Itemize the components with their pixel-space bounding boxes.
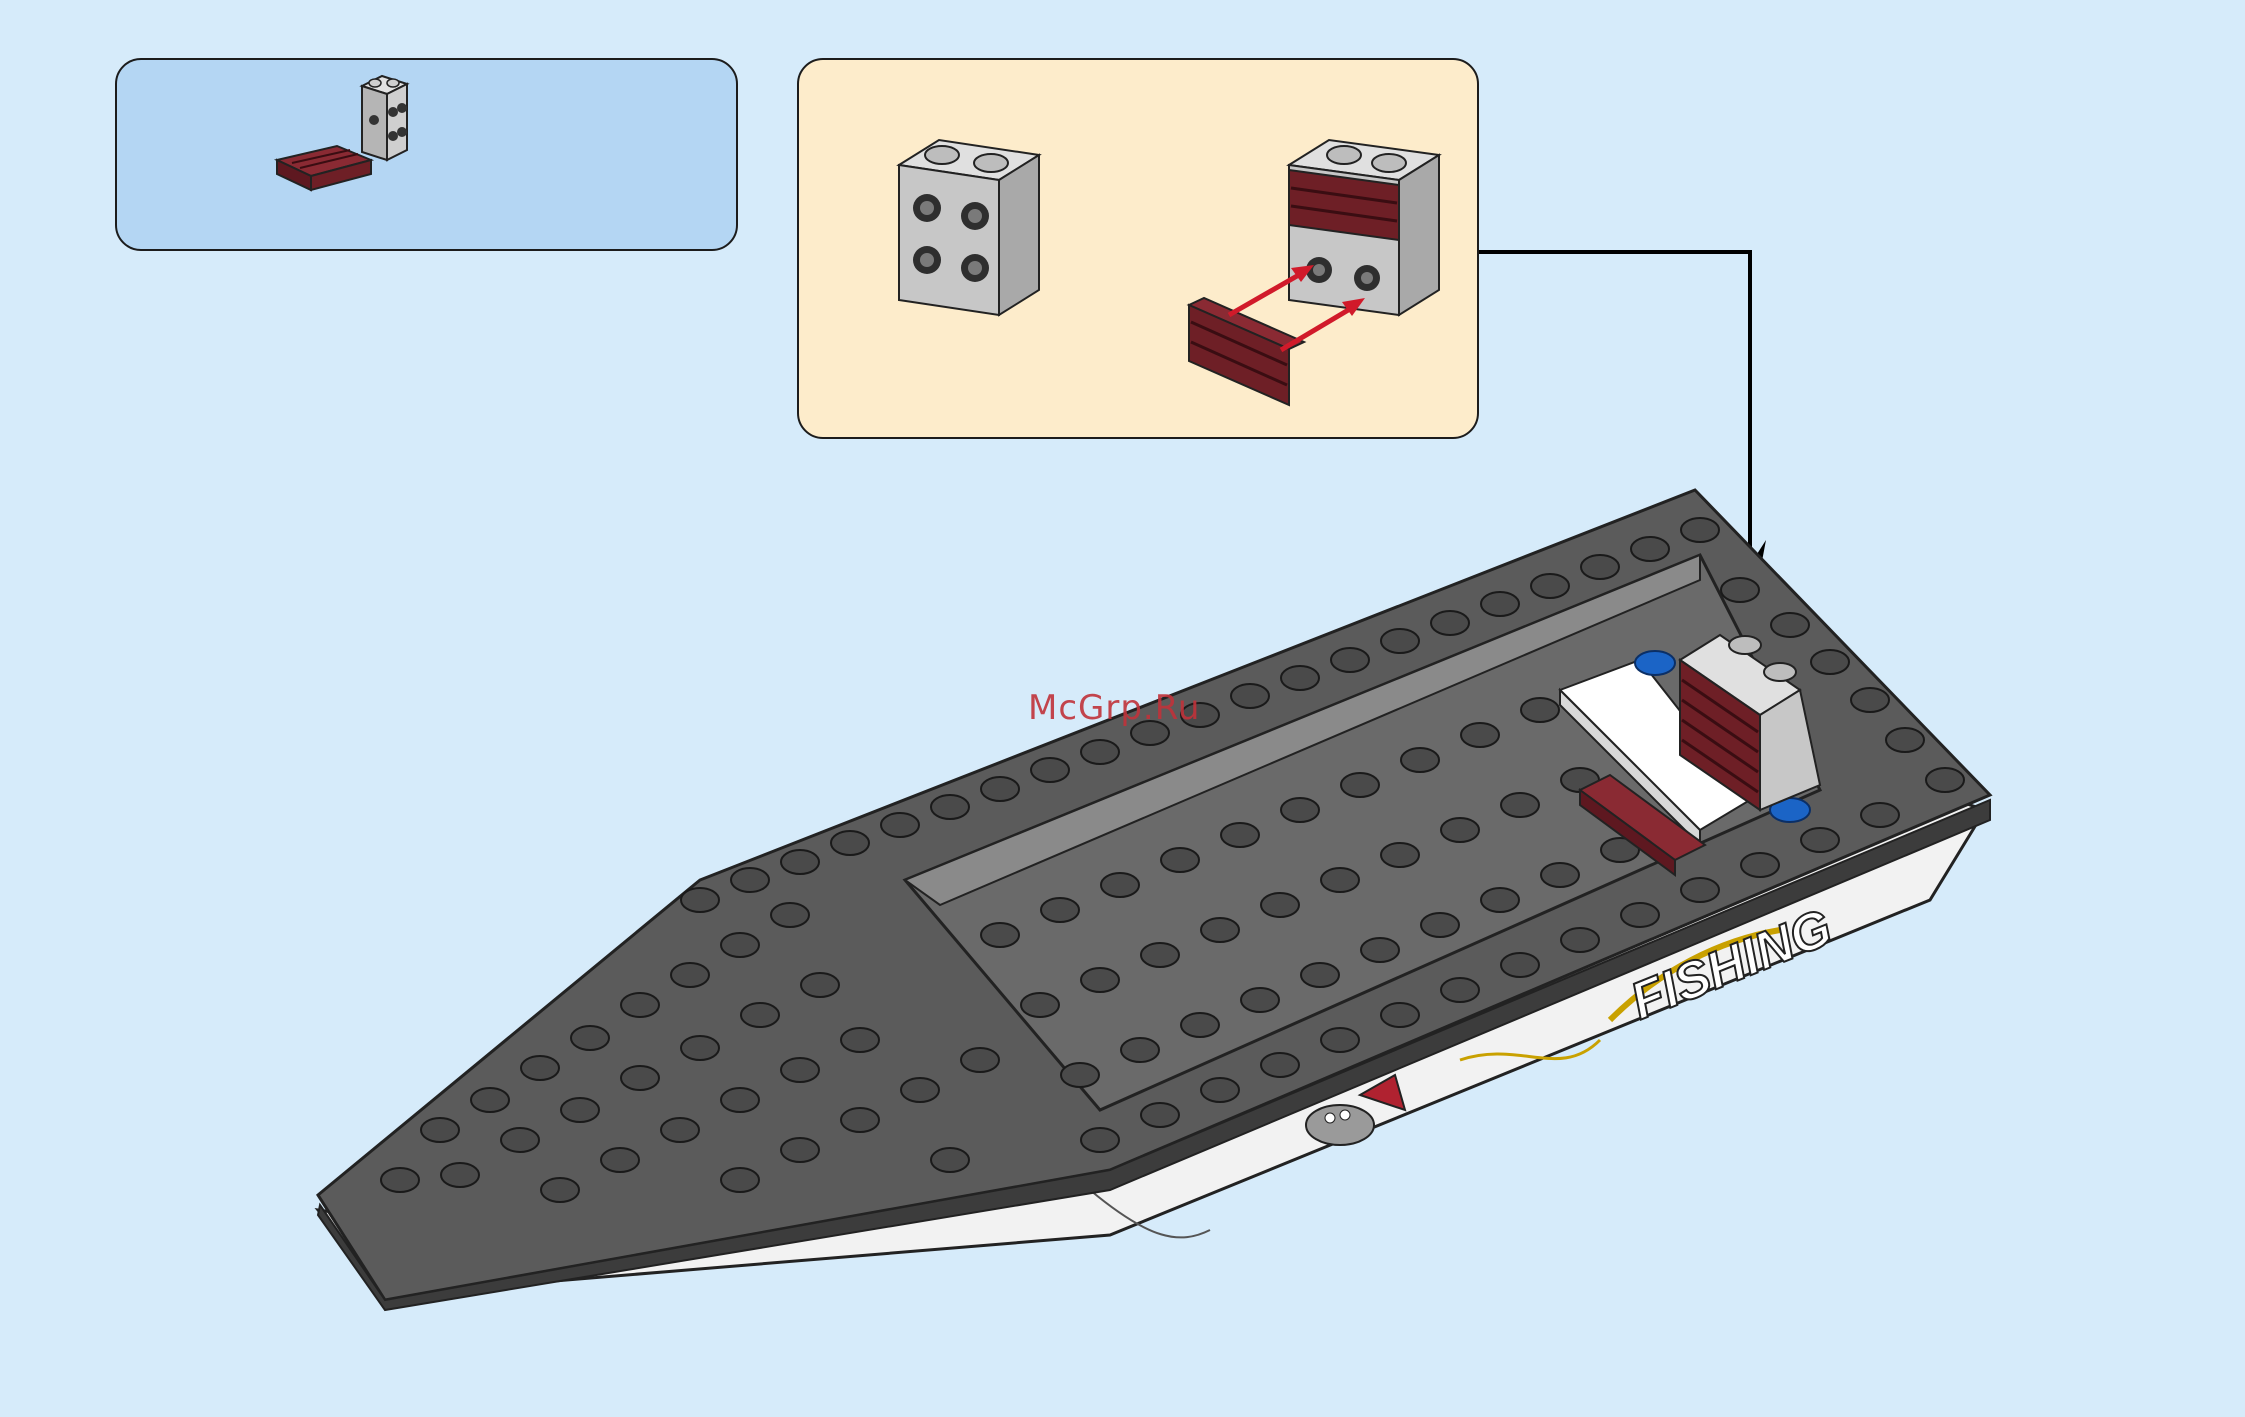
watermark-text: McGrp.Ru bbox=[1028, 688, 1200, 728]
